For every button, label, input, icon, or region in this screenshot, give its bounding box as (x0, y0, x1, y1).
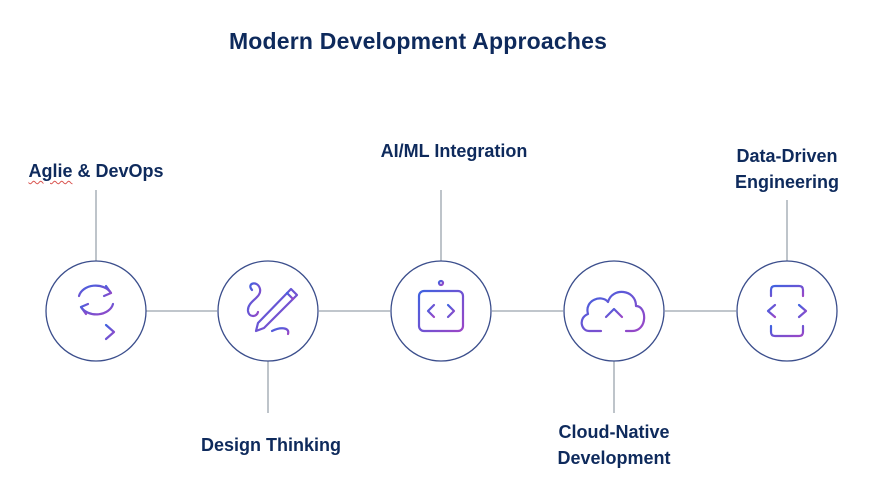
node-circle-agile-devops (45, 260, 147, 362)
node-circle-ai-ml (390, 260, 492, 362)
label-cloud-native: Cloud-Native Development (534, 419, 694, 471)
label-design-thinking: Design Thinking (200, 435, 341, 455)
label-agile-devops-first: Aglie (28, 161, 73, 181)
page-title: Modern Development Approaches (228, 28, 608, 54)
label-ai-ml-integration: AI/ML Integration (380, 141, 528, 161)
node-circle-design-thinking (217, 260, 319, 362)
label-data-driven: Data-Driven Engineering (712, 143, 862, 195)
label-agile-devops-rest: & DevOps (72, 161, 164, 181)
cloud-upload-icon (580, 290, 646, 335)
mobile-code-icon (766, 284, 808, 338)
code-tag-icon (417, 279, 465, 333)
label-cloud-native-line1: Cloud-Native (558, 422, 670, 442)
label-data-driven-line1: Data-Driven (736, 146, 838, 166)
label-agile-devops: Aglie & DevOps (18, 158, 174, 184)
pen-squiggle-icon (246, 282, 299, 336)
sync-arrows-icon (73, 284, 116, 341)
label-cloud-native-line2: Development (557, 448, 671, 468)
node-circle-data-driven (736, 260, 838, 362)
label-data-driven-line2: Engineering (734, 172, 839, 192)
